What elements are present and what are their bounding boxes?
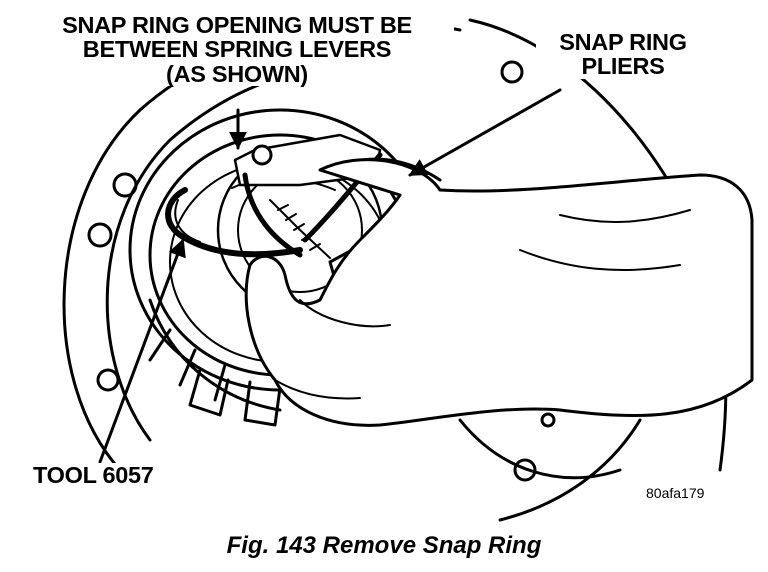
callout-line: (AS SHOWN) xyxy=(166,60,308,87)
pliers-leader-line xyxy=(408,88,562,177)
callout-line: BETWEEN SPRING LEVERS xyxy=(82,36,392,63)
snap-ring-opening-callout: SNAP RING OPENING MUST BE BETWEEN SPRING… xyxy=(20,13,454,86)
callout-line: PLIERS xyxy=(581,53,665,80)
figure-id: 80afa179 xyxy=(644,485,707,501)
tool-callout: TOOL 6057 xyxy=(30,463,157,487)
callout-line: SNAP RING xyxy=(559,29,687,55)
snap-ring-pliers-callout: SNAP RING PLIERS xyxy=(536,30,710,79)
snap-ring xyxy=(165,187,303,258)
figure-caption: Fig. 143 Remove Snap Ring xyxy=(226,532,542,559)
hand xyxy=(244,158,754,427)
callout-line: SNAP RING OPENING MUST BE xyxy=(62,12,412,38)
tool-leader-line xyxy=(98,238,186,464)
